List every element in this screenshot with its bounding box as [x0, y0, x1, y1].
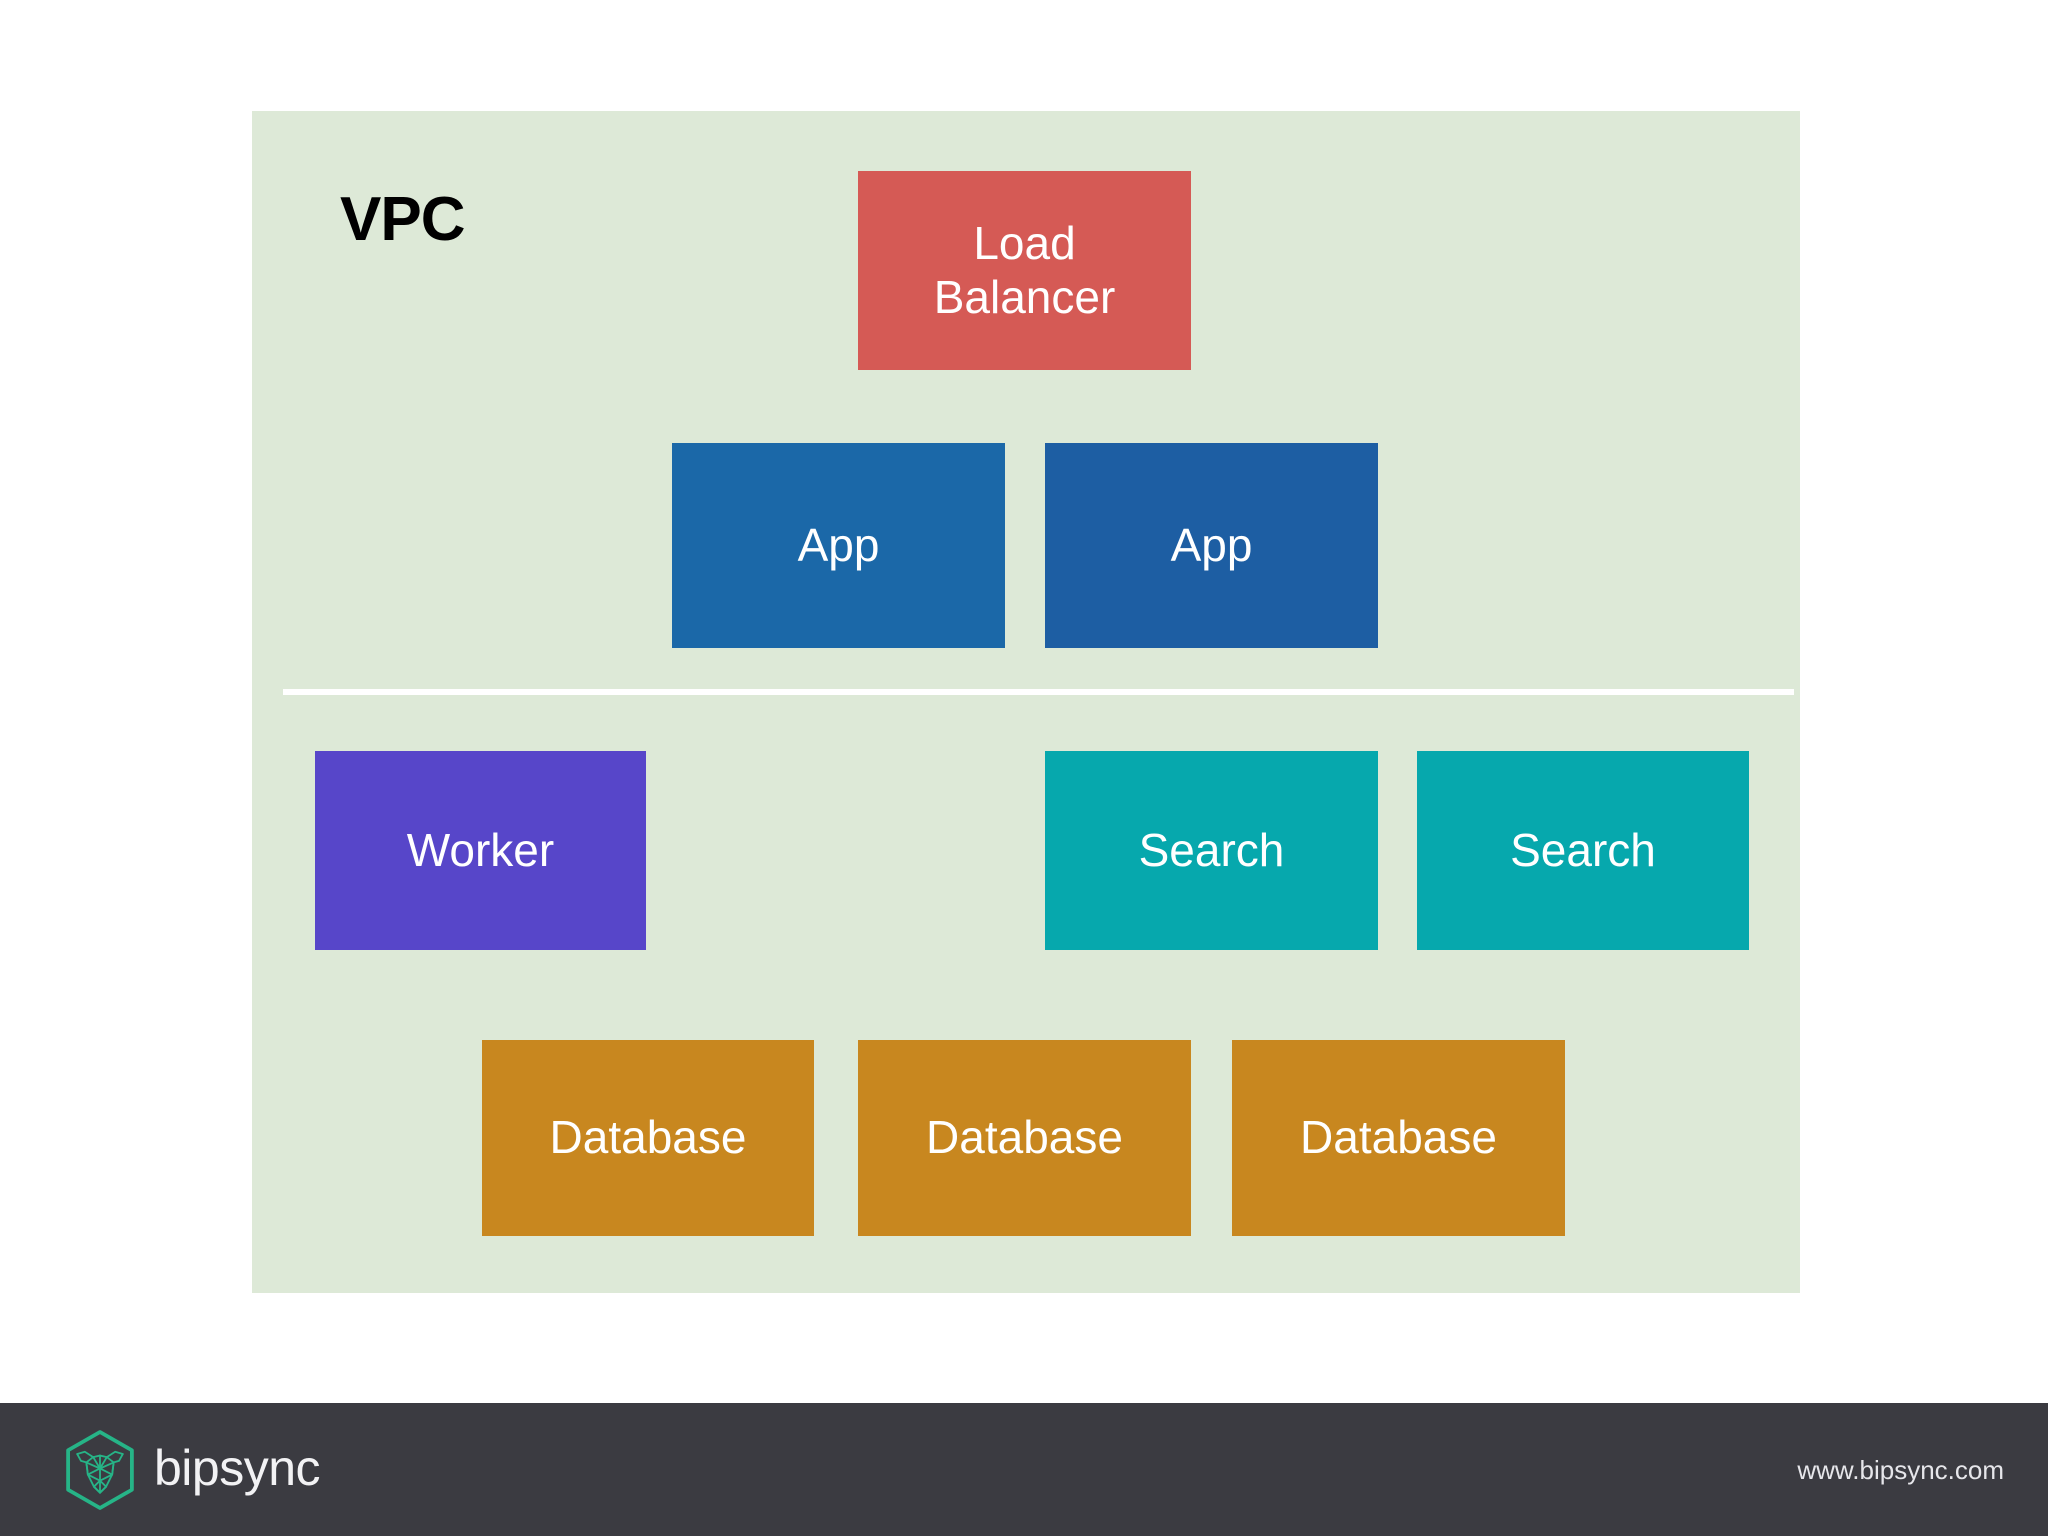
tier-divider [283, 689, 1794, 695]
vpc-node-search-1[interactable]: Search [1045, 751, 1378, 950]
vpc-node-label: Database [549, 1111, 747, 1164]
vpc-node-database-2[interactable]: Database [858, 1040, 1191, 1236]
vpc-node-worker-1[interactable]: Worker [315, 751, 646, 950]
vpc-node-label: Worker [406, 823, 555, 876]
vpc-node-label: Database [1300, 1111, 1497, 1164]
vpc-node-label: Search [1138, 823, 1285, 876]
vpc-node-label: Search [1510, 823, 1656, 876]
vpc-node-label: App [1170, 518, 1253, 571]
vpc-node-label: App [797, 518, 880, 571]
vpc-node-database-3[interactable]: Database [1232, 1040, 1565, 1236]
footer-brand-name: bipsync [154, 1440, 321, 1496]
vpc-node-app-2[interactable]: App [1045, 443, 1378, 648]
vpc-node-database-1[interactable]: Database [482, 1040, 814, 1236]
vpc-node-label: Database [926, 1111, 1123, 1164]
bipsync-bull-hexagon-icon [66, 1430, 134, 1510]
vpc-node-app-1[interactable]: App [672, 443, 1005, 648]
vpc-node-label: Load Balancer [933, 217, 1116, 323]
vpc-node-load-balancer[interactable]: Load Balancer [858, 171, 1191, 370]
footer-logo: bipsync [62, 1429, 321, 1511]
vpc-node-search-2[interactable]: Search [1417, 751, 1749, 950]
footer-url: www.bipsync.com [1797, 1455, 2004, 1485]
footer-bar: bipsync www.bipsync.com [0, 1403, 2048, 1536]
vpc-title: VPC [340, 185, 465, 254]
